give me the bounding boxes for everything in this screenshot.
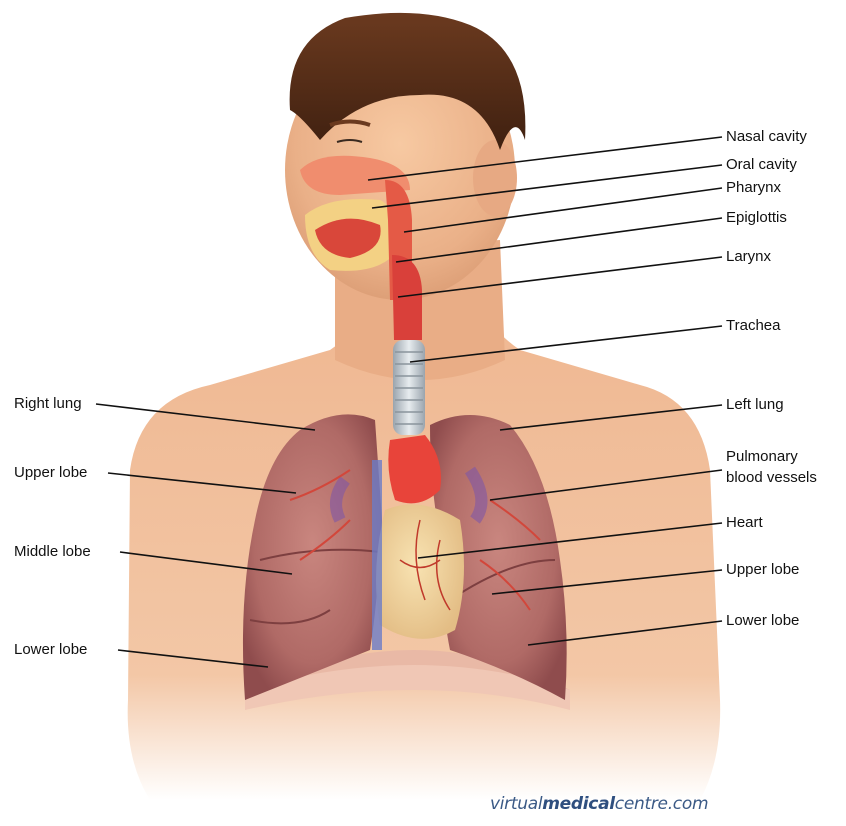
watermark-prefix: virtual: [490, 794, 542, 814]
label-left-lung: Left lung: [726, 396, 784, 414]
label-pharynx: Pharynx: [726, 179, 781, 197]
watermark: virtualmedicalcentre.com: [490, 794, 708, 814]
label-pulmonary: Pulmonary: [726, 448, 798, 466]
heart-shape: [376, 504, 464, 639]
label-oral-cavity: Oral cavity: [726, 156, 797, 174]
label-lower-lobe-right: Lower lobe: [14, 641, 87, 659]
label-nasal-cavity: Nasal cavity: [726, 128, 807, 146]
label-blood-vessels: blood vessels: [726, 469, 817, 487]
label-middle-lobe: Middle lobe: [14, 543, 91, 561]
label-larynx: Larynx: [726, 248, 771, 266]
label-upper-lobe-left: Upper lobe: [726, 561, 799, 579]
ear: [473, 140, 517, 216]
watermark-suffix: centre.com: [615, 794, 708, 814]
label-heart: Heart: [726, 514, 763, 532]
watermark-bold: medical: [542, 794, 615, 814]
label-epiglottis: Epiglottis: [726, 209, 787, 227]
label-lower-lobe-left: Lower lobe: [726, 612, 799, 630]
label-right-lung: Right lung: [14, 395, 82, 413]
label-trachea: Trachea: [726, 317, 780, 335]
label-upper-lobe-right: Upper lobe: [14, 464, 87, 482]
